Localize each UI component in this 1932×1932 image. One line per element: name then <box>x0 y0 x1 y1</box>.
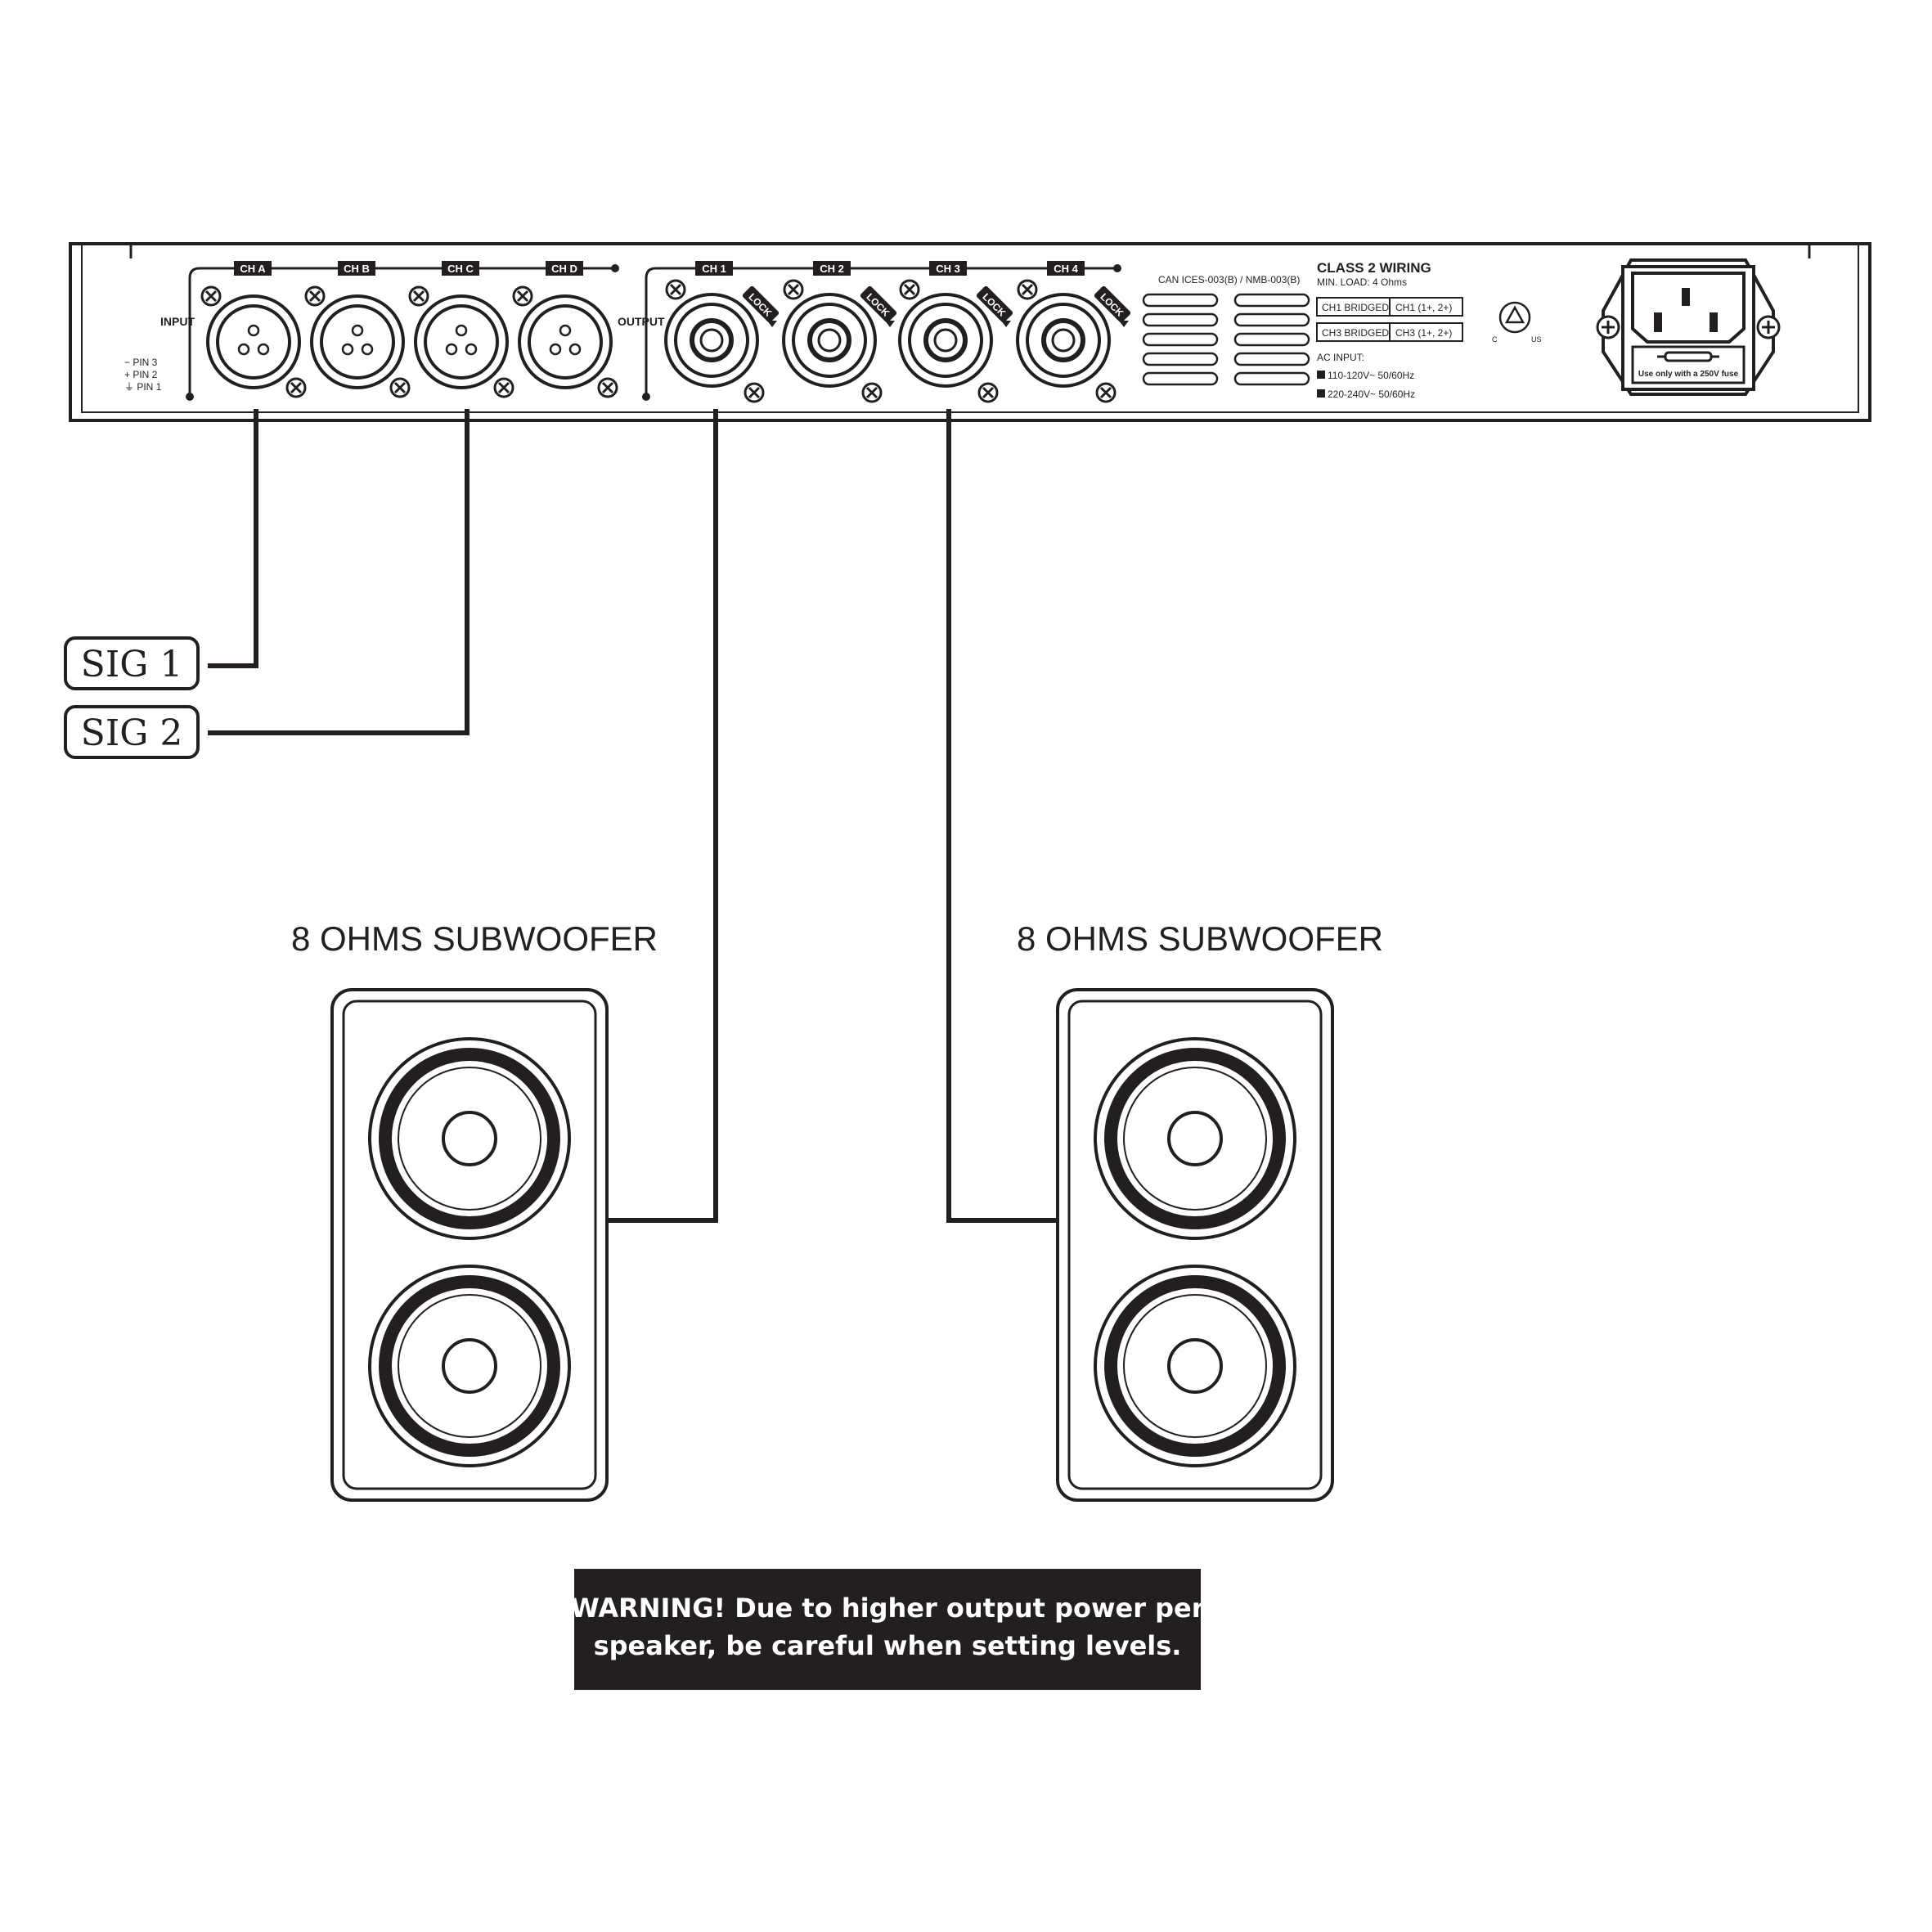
woofer-driver-1a <box>368 1037 571 1240</box>
ch-4-tag: CH 4 <box>1054 263 1078 275</box>
ac-input-title: AC INPUT: <box>1317 352 1364 363</box>
speakon-output-ch-3: CH 3 LOCK <box>898 261 1013 403</box>
bridge-table: CH1 BRIDGED CH1 (1+, 2+) CH3 BRIDGED CH3… <box>1316 297 1463 342</box>
min-load-text: MIN. LOAD: 4 Ohms <box>1317 276 1407 288</box>
warning-box: WARNING! Due to higher output power per … <box>570 1569 1205 1690</box>
output-label: OUTPUT <box>618 315 665 328</box>
vent-slots <box>1142 293 1310 386</box>
bridge-row-2-right: CH3 (1+, 2+) <box>1395 327 1452 339</box>
ch-3-speaker-cable <box>946 409 1058 1223</box>
ch-c-tag: CH C <box>447 263 474 275</box>
sig-1-label: SIG 1 <box>81 644 183 685</box>
certification-mark-icon: C US <box>1492 301 1542 344</box>
warning-line-1: WARNING! Due to higher output power per <box>570 1593 1204 1624</box>
ch-2-tag: CH 2 <box>820 263 844 275</box>
xlr-input-ch-d: CH D <box>512 261 618 398</box>
ch-a-tag: CH A <box>240 263 266 275</box>
xlr-input-ch-a: CH A <box>200 261 307 398</box>
signal-cables <box>208 409 470 735</box>
woofer-driver-2b <box>1094 1265 1296 1467</box>
sig-1-cable <box>208 409 258 668</box>
ch-b-tag: CH B <box>344 263 370 275</box>
ac-option-1: 110-120V~ 50/60Hz <box>1328 370 1414 381</box>
cert-us-label: US <box>1531 335 1542 344</box>
amplifier-rear-panel: INPUT OUTPUT − PIN 3 + PIN 2 ⏚ PIN 1 CH … <box>69 242 1871 422</box>
speakon-output-ch-2: CH 2 LOCK <box>782 261 897 403</box>
xlr-input-ch-c: CH C <box>408 261 514 398</box>
sig-2-cable <box>208 409 470 735</box>
compliance-text: CAN ICES-003(B) / NMB-003(B) <box>1158 274 1300 285</box>
iec-power-inlet: Use only with a 250V fuse <box>1596 258 1781 396</box>
ch-1-tag: CH 1 <box>702 263 726 275</box>
ac-option-2: 220-240V~ 50/60Hz <box>1328 389 1415 400</box>
woofer-driver-1b <box>368 1265 571 1467</box>
subwoofer-2-label: 8 OHMS SUBWOOFER <box>1017 919 1383 958</box>
pin-1-label: ⏚ PIN 1 <box>124 381 162 393</box>
sig-2-box: SIG 2 <box>64 705 200 759</box>
bridge-row-2-left: CH3 BRIDGED <box>1322 327 1389 339</box>
subwoofer-cabinet-2 <box>1056 988 1334 1502</box>
pin-2-label: + PIN 2 <box>124 369 158 380</box>
ch-d-tag: CH D <box>551 263 577 275</box>
bridge-row-1-left: CH1 BRIDGED <box>1322 302 1389 313</box>
cert-c-label: C <box>1492 335 1498 344</box>
speaker-cables <box>607 409 1058 1223</box>
bridge-row-1-right: CH1 (1+, 2+) <box>1395 302 1452 313</box>
input-label: INPUT <box>160 315 195 328</box>
warning-line-2: speaker, be careful when setting levels. <box>594 1630 1182 1661</box>
ch-1-speaker-cable <box>607 409 718 1223</box>
class2-title: CLASS 2 WIRING <box>1317 260 1431 276</box>
xlr-input-ch-b: CH B <box>304 261 411 398</box>
speakon-output-ch-1: CH 1 LOCK <box>664 261 780 403</box>
sig-2-label: SIG 2 <box>81 712 183 754</box>
fuse-note: Use only with a 250V fuse <box>1638 370 1739 379</box>
sig-1-box: SIG 1 <box>64 636 200 690</box>
woofer-driver-2a <box>1094 1037 1296 1240</box>
subwoofer-cabinet-1 <box>330 988 609 1502</box>
pin-3-label: − PIN 3 <box>124 357 158 368</box>
subwoofer-1-label: 8 OHMS SUBWOOFER <box>291 919 658 958</box>
ch-3-tag: CH 3 <box>936 263 960 275</box>
